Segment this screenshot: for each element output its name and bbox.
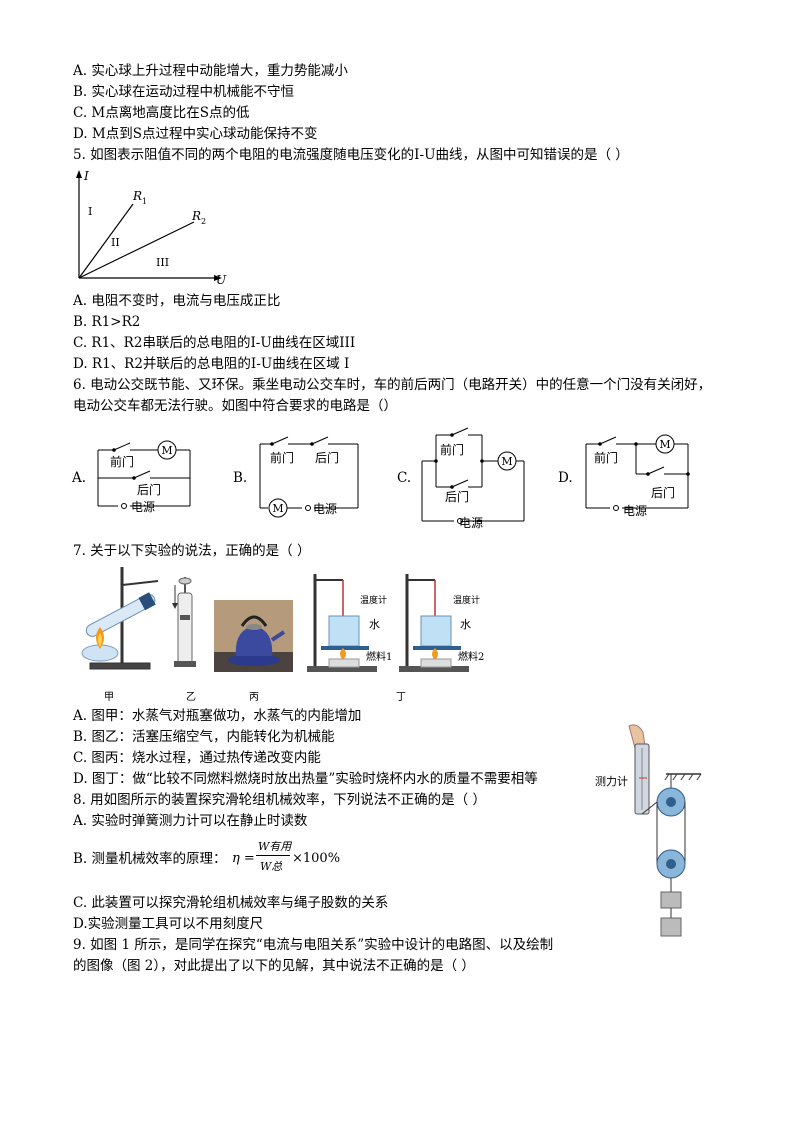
circuit-a: M (97, 440, 191, 509)
circuit-c-power: 电源 (459, 516, 484, 530)
formula-fraction-bar (256, 855, 290, 856)
circuit-d-front: 前门 (594, 451, 619, 465)
q7-stem: 7. 关于以下实验的说法，正确的是（ ） (73, 543, 311, 559)
caption-yi: 乙 (186, 692, 196, 703)
q6-stem-line1: 6. 电动公交既节能、又环保。乘坐电动公交车时，车的前后两门（电路开关）中的任意… (73, 377, 712, 393)
q5-option-d: D. R1、R2并联后的总电阻的I-U曲线在区域 I (73, 356, 350, 372)
figure-jia (81, 567, 159, 670)
circuit-c: M (421, 427, 525, 524)
region-2: II (111, 236, 120, 249)
circuit-b-back: 后门 (315, 451, 340, 465)
meter-label: 测力计 (595, 775, 628, 788)
circuit-a-front: 前门 (110, 455, 135, 469)
formula-numerator: W有用 (258, 840, 292, 853)
r2-line (78, 221, 195, 279)
region-3: III (156, 256, 169, 269)
q4-option-b: B. 实心球在运动过程中机械能不守恒 (73, 84, 295, 100)
q5-option-c: C. R1、R2串联后的总电阻的I-U曲线在区域III (73, 335, 356, 351)
q5-option-a: A. 电阻不变时，电流与电压成正比 (73, 293, 281, 309)
circuit-b-front: 前门 (270, 451, 295, 465)
q4-option-c: C. M点离地高度比在S点的低 (73, 105, 250, 121)
q7-option-b: B. 图乙：活塞压缩空气，内能转化为机械能 (73, 729, 335, 745)
q4-option-a: A. 实心球上升过程中动能增大，重力势能减小 (73, 63, 348, 79)
formula-times: ×100% (292, 851, 341, 866)
q7-option-d: D. 图丁：做“比较不同燃料燃烧时放出热量”实验时烧杯内水的质量不需要相等 (73, 771, 538, 787)
q9-stem-line2: 的图像（图 2），对此提出了以下的见解，其中说法不正确的是（ ） (73, 958, 475, 974)
figure-bing-photo (214, 600, 293, 672)
circuit-a-label: A. (72, 470, 87, 486)
caption-ding: 丁 (396, 692, 406, 703)
circuit-c-label: C. (397, 470, 412, 486)
r1-sub: 1 (142, 197, 147, 206)
circuit-a-power: 电源 (131, 500, 156, 514)
circuit-d: M (585, 434, 690, 511)
circuit-d-label: D. (558, 470, 573, 486)
x-axis-label: U (216, 273, 227, 286)
iu-graph: I U R 1 R 2 I II III (76, 169, 227, 286)
circuit-d-power: 电源 (623, 504, 648, 518)
figure-ding (307, 574, 469, 672)
water-label-2: 水 (460, 618, 471, 631)
figure-yi (172, 577, 196, 667)
region-1: I (88, 205, 92, 218)
svg-text:M: M (272, 502, 283, 515)
q8-option-c: C. 此装置可以探究滑轮组机械效率与绳子股数的关系 (73, 895, 389, 911)
fuel1-label: 燃料1 (366, 652, 393, 663)
q9-stem-line1: 9. 如图 1 所示，是同学在探究“电流与电阻关系”实验中设计的电路图、以及绘制 (73, 937, 554, 953)
circuit-a-back: 后门 (137, 483, 162, 497)
svg-text:M: M (659, 438, 670, 451)
thermometer-label-1: 温度计 (360, 596, 388, 606)
formula-eta: η = (232, 851, 255, 866)
q8-option-a: A. 实验时弹簧测力计可以在静止时读数 (73, 813, 308, 829)
q7-option-c: C. 图丙：烧水过程，通过热传递改变内能 (73, 750, 321, 766)
pulley-figure (628, 724, 702, 937)
formula-denominator: W总 (260, 860, 283, 873)
r1-label: R (132, 189, 142, 203)
svg-text:M: M (501, 455, 512, 468)
fuel2-label: 燃料2 (458, 652, 485, 663)
circuit-b-power: 电源 (313, 502, 338, 516)
q5-option-b: B. R1>R2 (73, 314, 141, 330)
water-label-1: 水 (369, 618, 380, 631)
q8-option-d: D.实验测量工具可以不用刻度尺 (73, 916, 264, 932)
circuit-c-front: 前门 (440, 443, 465, 457)
circuit-c-back: 后门 (445, 490, 470, 504)
q8-stem: 8. 用如图所示的装置探究滑轮组机械效率，下列说法不正确的是（ ） (73, 792, 486, 808)
svg-text:M: M (161, 444, 172, 457)
caption-jia: 甲 (104, 692, 114, 703)
circuit-b: M (259, 436, 359, 518)
circuit-d-back: 后门 (651, 486, 676, 500)
q6-stem-line2: 电动公交车都无法行驶。如图中符合要求的电路是（） (73, 398, 397, 414)
r2-sub: 2 (201, 217, 206, 226)
y-axis-label: I (83, 169, 89, 183)
circuit-b-label: B. (233, 470, 248, 486)
q4-option-d: D. M点到S点过程中实心球动能保持不变 (73, 126, 318, 142)
thermometer-label-2: 温度计 (453, 596, 481, 606)
r1-line (78, 203, 134, 279)
q8-option-b: B. 测量机械效率的原理： (73, 851, 227, 867)
r2-label: R (191, 209, 201, 223)
q5-stem: 5. 如图表示阻值不同的两个电阻的电流强度随电压变化的I-U曲线，从图中可知错误… (73, 147, 629, 163)
caption-bing: 丙 (249, 692, 259, 703)
q7-option-a: A. 图甲：水蒸气对瓶塞做功，水蒸气的内能增加 (73, 708, 362, 724)
